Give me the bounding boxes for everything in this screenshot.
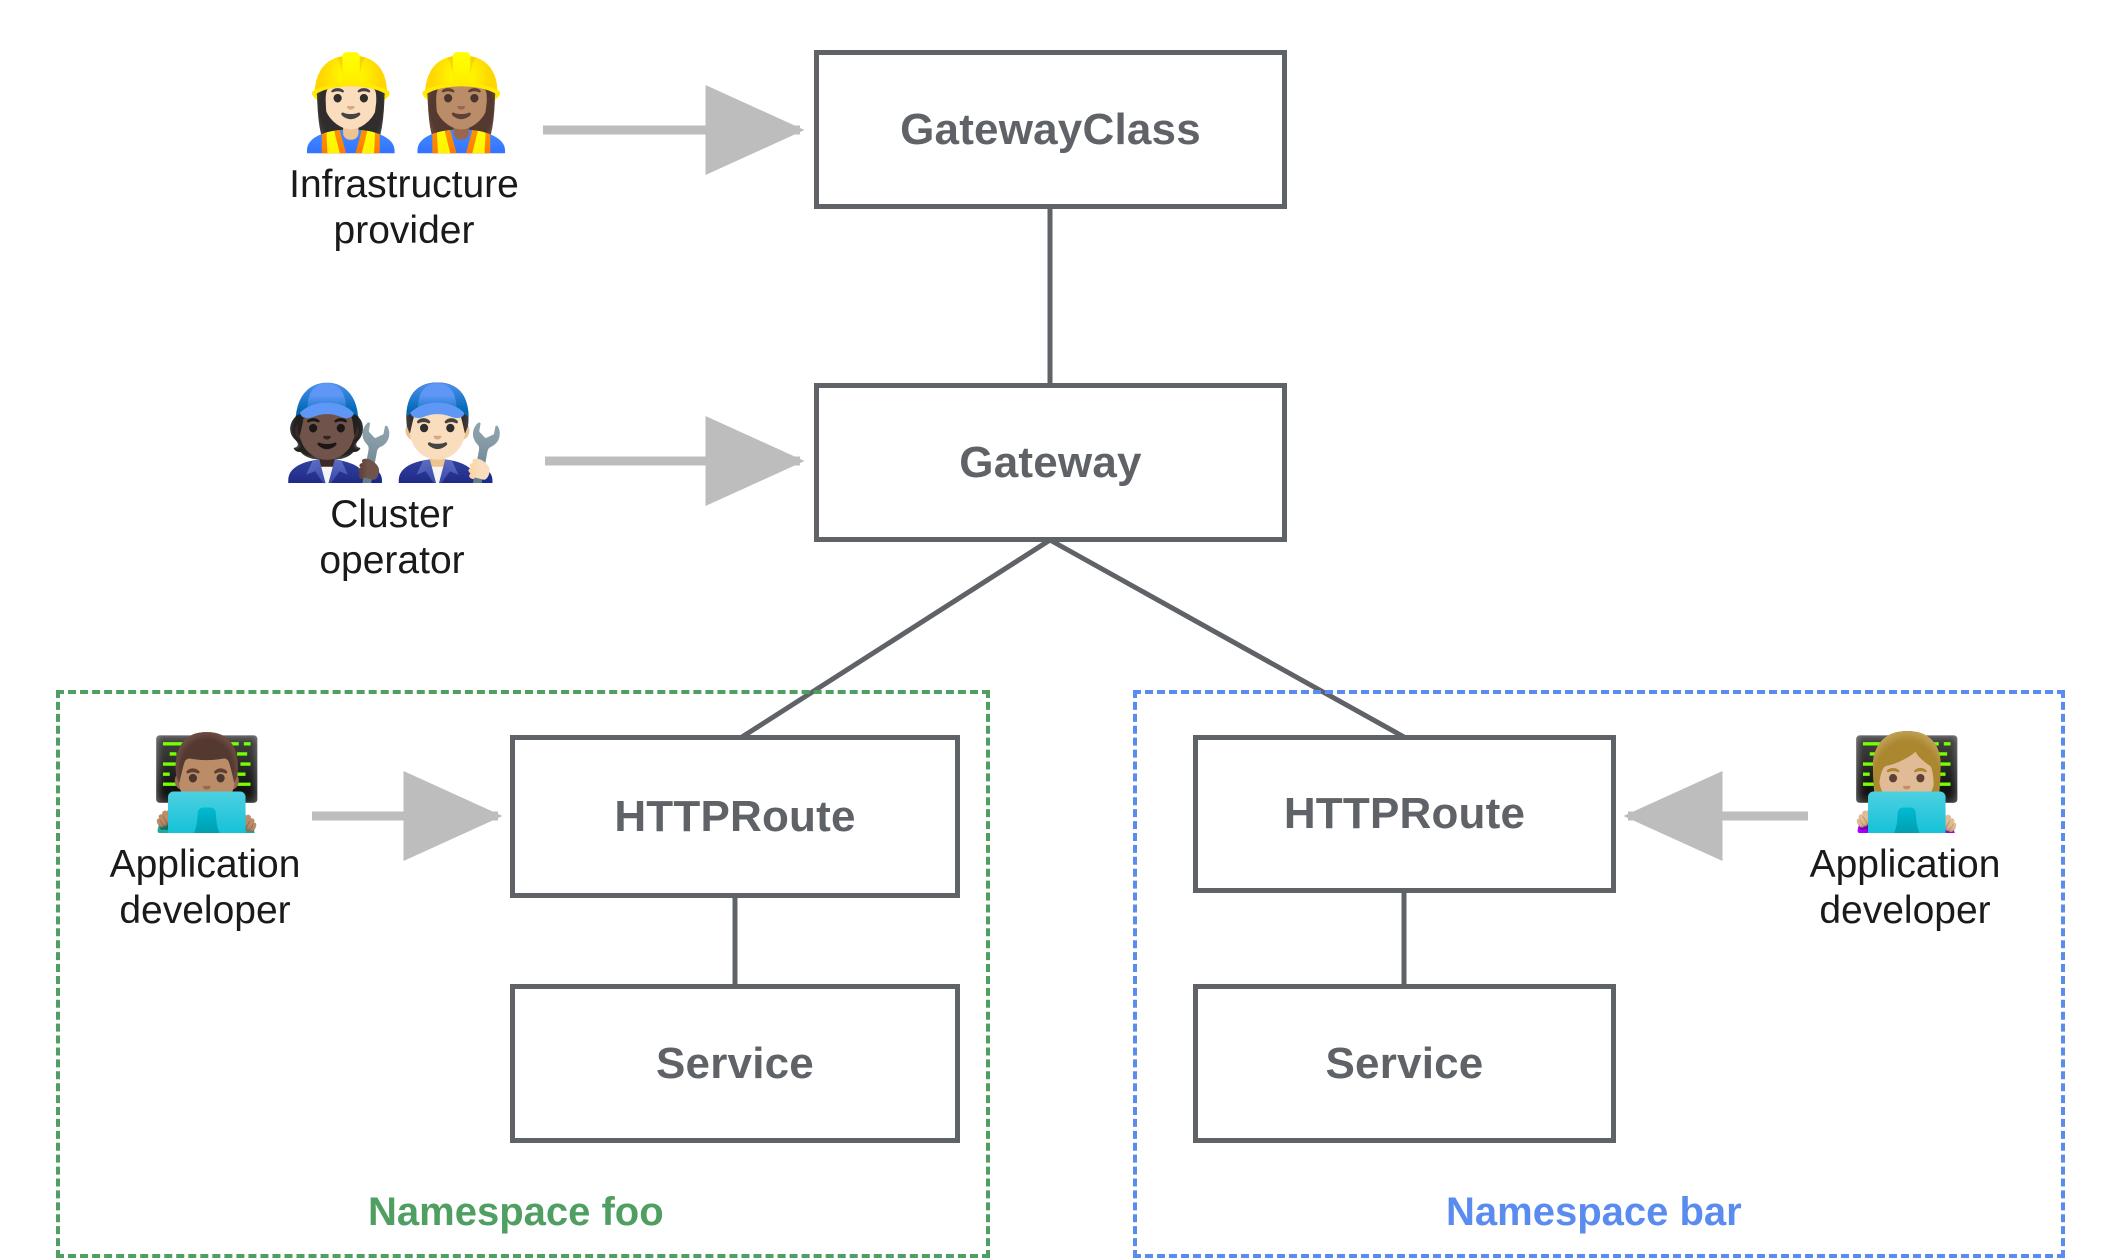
persona-application-developer-foo-label: Application developer: [109, 842, 301, 932]
mechanic-icon: 🧑🏿‍🔧👨🏻‍🔧: [281, 379, 506, 486]
namespace-box-foo: [56, 690, 990, 1258]
persona-infrastructure-provider-label: Infrastructure provider: [289, 162, 519, 252]
persona-infrastructure-provider: 👷🏻‍♀️👷🏽‍♀️ Infrastructure provider: [244, 49, 564, 254]
node-httproute-foo[interactable]: HTTPRoute: [510, 735, 960, 898]
node-gateway[interactable]: Gateway: [814, 383, 1287, 542]
woman-construction-worker-icon: 👷🏻‍♀️👷🏽‍♀️: [293, 49, 518, 156]
man-technologist-icon: 👨🏽‍💻: [149, 729, 265, 836]
persona-application-developer-foo: 👨🏽‍💻 Application developer: [60, 729, 350, 934]
node-httproute-bar[interactable]: HTTPRoute: [1193, 735, 1616, 893]
node-gateway-label: Gateway: [959, 437, 1142, 487]
woman-technologist-icon: 👩🏼‍💻: [1849, 729, 1965, 836]
node-service-foo[interactable]: Service: [510, 984, 960, 1143]
node-service-bar-label: Service: [1325, 1038, 1484, 1088]
node-httproute-foo-label: HTTPRoute: [614, 791, 856, 841]
namespace-label-foo: Namespace foo: [368, 1190, 664, 1234]
namespace-label-bar: Namespace bar: [1446, 1190, 1742, 1234]
node-service-bar[interactable]: Service: [1193, 984, 1616, 1143]
namespace-box-bar: [1133, 690, 2065, 1258]
persona-cluster-operator: 🧑🏿‍🔧👨🏻‍🔧 Cluster operator: [232, 379, 552, 584]
node-service-foo-label: Service: [656, 1038, 814, 1088]
persona-cluster-operator-label: Cluster operator: [319, 492, 465, 582]
persona-application-developer-bar-label: Application developer: [1809, 842, 2001, 932]
node-gatewayclass-label: GatewayClass: [900, 104, 1201, 154]
node-httproute-bar-label: HTTPRoute: [1283, 789, 1526, 838]
persona-application-developer-bar: 👩🏼‍💻 Application developer: [1760, 729, 2050, 934]
node-gatewayclass[interactable]: GatewayClass: [814, 50, 1287, 209]
